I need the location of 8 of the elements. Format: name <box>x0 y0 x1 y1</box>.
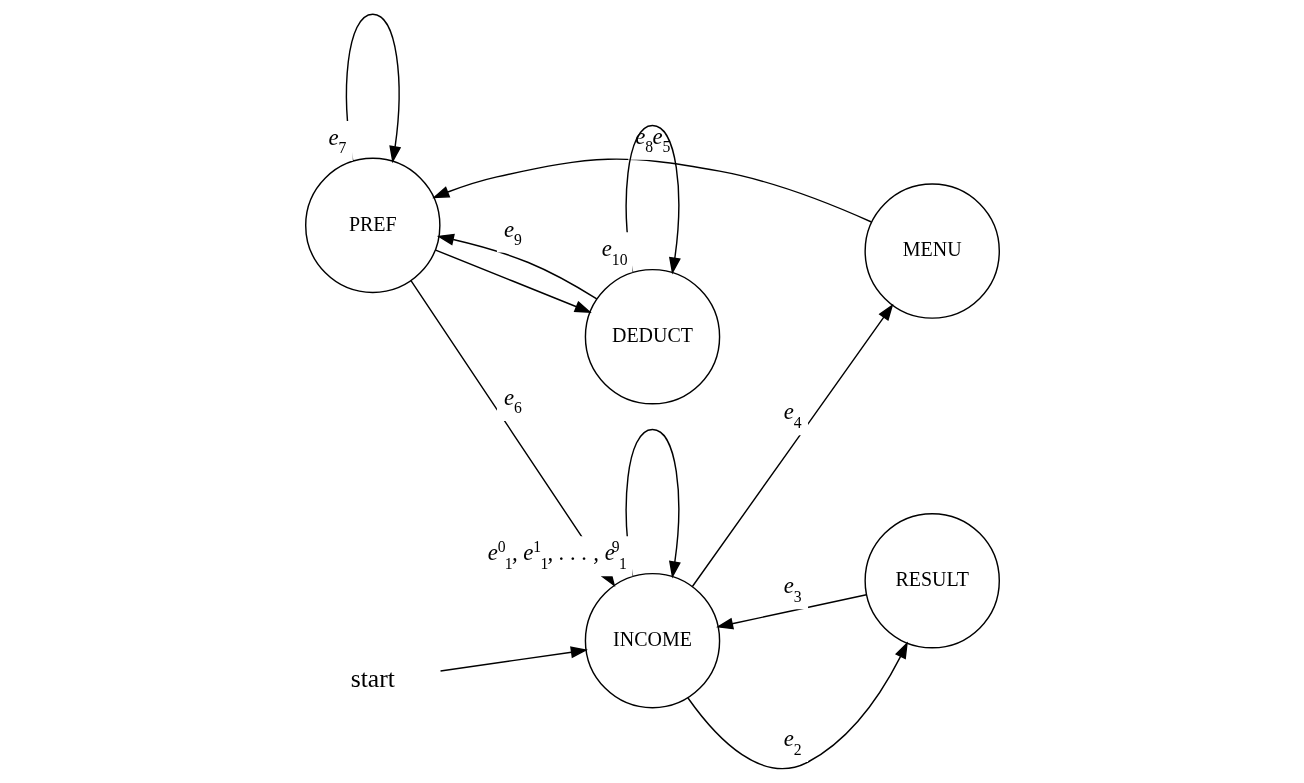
edge-label: e$_{10}$ <box>601 236 627 268</box>
edge-label: e$_{2}$ <box>783 726 802 758</box>
edge-label: e$_{6}$ <box>503 384 522 417</box>
edge-label: e$_{9}$ <box>503 216 522 249</box>
edge-label: e$_{3}$ <box>783 573 802 605</box>
edge-label: e$_{4}$ <box>783 399 802 431</box>
edge-label: e$_{7}$ <box>328 124 346 157</box>
node-text: start <box>350 663 395 693</box>
